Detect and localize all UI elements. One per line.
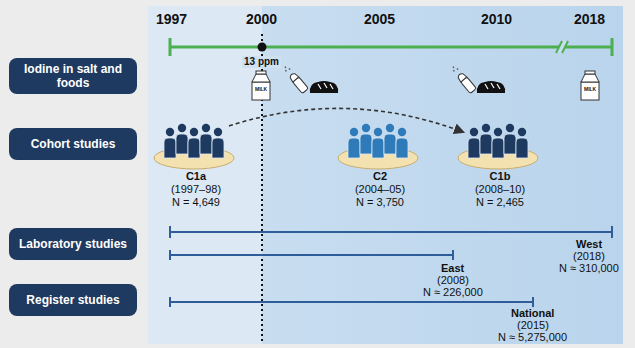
person-icon (396, 128, 408, 158)
post-2000-band (262, 6, 623, 344)
cohort-group: C1a(1997–98)N = 4,649 (149, 120, 243, 209)
person-icon (480, 124, 492, 154)
year-label: 2018 (574, 13, 605, 25)
year-note: (2018) (573, 250, 605, 262)
person-icon (200, 124, 212, 154)
person-icon (492, 128, 504, 158)
laboratory-periods (170, 226, 612, 260)
carton-text: MILK (255, 86, 267, 92)
register-period (170, 297, 533, 307)
person-icon (384, 124, 396, 154)
region-label: East (441, 262, 464, 274)
cohort-group: C2(2004–05)N = 3,750 (333, 120, 427, 209)
cohort-detail: (2004–05) (333, 183, 427, 196)
milestone-dot (258, 43, 267, 52)
row-header-text: Register studies (15, 293, 131, 307)
person-icon (372, 128, 384, 158)
bread-loaf (310, 81, 338, 93)
cohort-group: C1b(2008–10)N = 2,465 (453, 120, 547, 209)
cohort-detail: N = 2,465 (453, 196, 547, 209)
person-icon (212, 128, 224, 158)
cohort-icon (333, 120, 423, 170)
person-icon (164, 128, 176, 158)
year-label: 2000 (246, 13, 277, 25)
sample-size: N ≈ 5,275,000 (498, 331, 567, 343)
cohort-icon (453, 120, 543, 170)
row-header-text: Iodine in salt and foods (15, 62, 131, 90)
bread-loaf (477, 81, 505, 93)
row-header: Register studies (9, 284, 137, 316)
cohort-detail: N = 3,750 (333, 196, 427, 209)
cohort-detail: N = 4,649 (149, 196, 243, 209)
carton-text: MILK (584, 86, 596, 92)
cohort-name: C2 (333, 170, 427, 183)
cohort-icon (149, 120, 239, 170)
axis-break (556, 41, 568, 53)
iodine-timeline (170, 38, 612, 56)
person-icon (504, 124, 516, 154)
sample-size: N ≈ 226,000 (423, 286, 483, 298)
row-header: Cohort studies (9, 128, 137, 160)
row-header: Iodine in salt and foods (9, 58, 137, 94)
cohort-detail: (1997–98) (149, 183, 243, 196)
year-label: 2010 (481, 13, 512, 25)
cohort-name: C1a (149, 170, 243, 183)
register-label: National (511, 307, 554, 319)
region-label: West (576, 238, 602, 250)
year-note: (2008) (437, 274, 469, 286)
row-header-text: Cohort studies (15, 137, 131, 151)
year-label: 2005 (364, 13, 395, 25)
row-header-text: Laboratory studies (15, 237, 131, 251)
milk-carton (252, 71, 270, 100)
salt-shaker (450, 64, 477, 94)
year-note: (2015) (517, 319, 549, 331)
year-label: 1997 (156, 13, 187, 25)
sample-size: N ≈ 310,000 (559, 262, 619, 274)
person-icon (176, 124, 188, 154)
person-icon (360, 124, 372, 154)
row-header: Laboratory studies (9, 228, 137, 260)
person-icon (348, 128, 360, 158)
cohort-name: C1b (453, 170, 547, 183)
milk-carton (581, 71, 599, 100)
person-icon (516, 128, 528, 158)
person-icon (188, 128, 200, 158)
cohort-detail: (2008–10) (453, 183, 547, 196)
person-icon (468, 128, 480, 158)
follow-up-arrow (229, 108, 463, 132)
salt-shaker (282, 64, 309, 94)
iodine-level: 13 ppm (242, 56, 281, 68)
